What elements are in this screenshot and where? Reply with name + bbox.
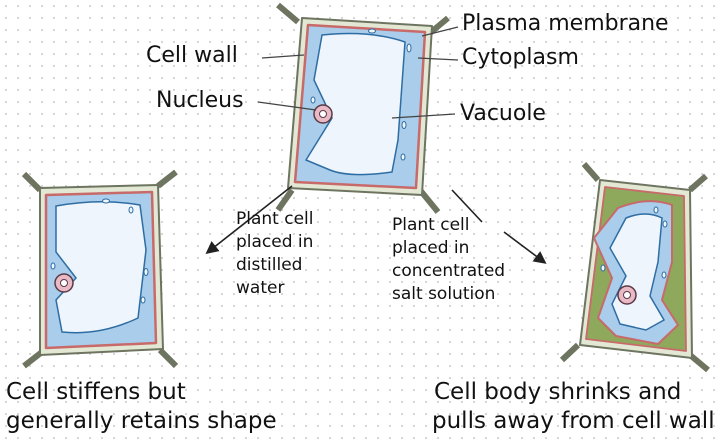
- left-cell-vacuole: [56, 202, 146, 333]
- right-cell: [562, 164, 708, 370]
- left-arrow-line: placed in: [236, 231, 313, 253]
- right-arrow-line: concentrated: [392, 260, 505, 282]
- label-cell-wall: Cell wall: [146, 44, 238, 68]
- right-arrow-head: [504, 232, 544, 262]
- left-arrow-line: water: [236, 277, 284, 299]
- right-arrow-line: placed in: [392, 237, 469, 259]
- right-arrow-line: Plant cell: [392, 214, 470, 236]
- label-plasma-membrane: Plasma membrane: [462, 12, 669, 36]
- right-arrow-line: salt solution: [392, 283, 495, 305]
- label-vacuole: Vacuole: [460, 102, 546, 126]
- left-arrow-line: distilled: [236, 254, 302, 276]
- label-nucleus: Nucleus: [156, 89, 244, 113]
- left-caption-line: generally retains shape: [6, 407, 277, 435]
- label-cytoplasm: Cytoplasm: [462, 46, 579, 70]
- left-cell: [24, 172, 176, 366]
- left-caption-line: Cell stiffens but: [6, 378, 186, 406]
- right-caption-line: pulls away from cell wall: [432, 407, 715, 435]
- right-caption-line: Cell body shrinks and: [434, 378, 681, 406]
- left-arrow-line: Plant cell: [236, 208, 314, 230]
